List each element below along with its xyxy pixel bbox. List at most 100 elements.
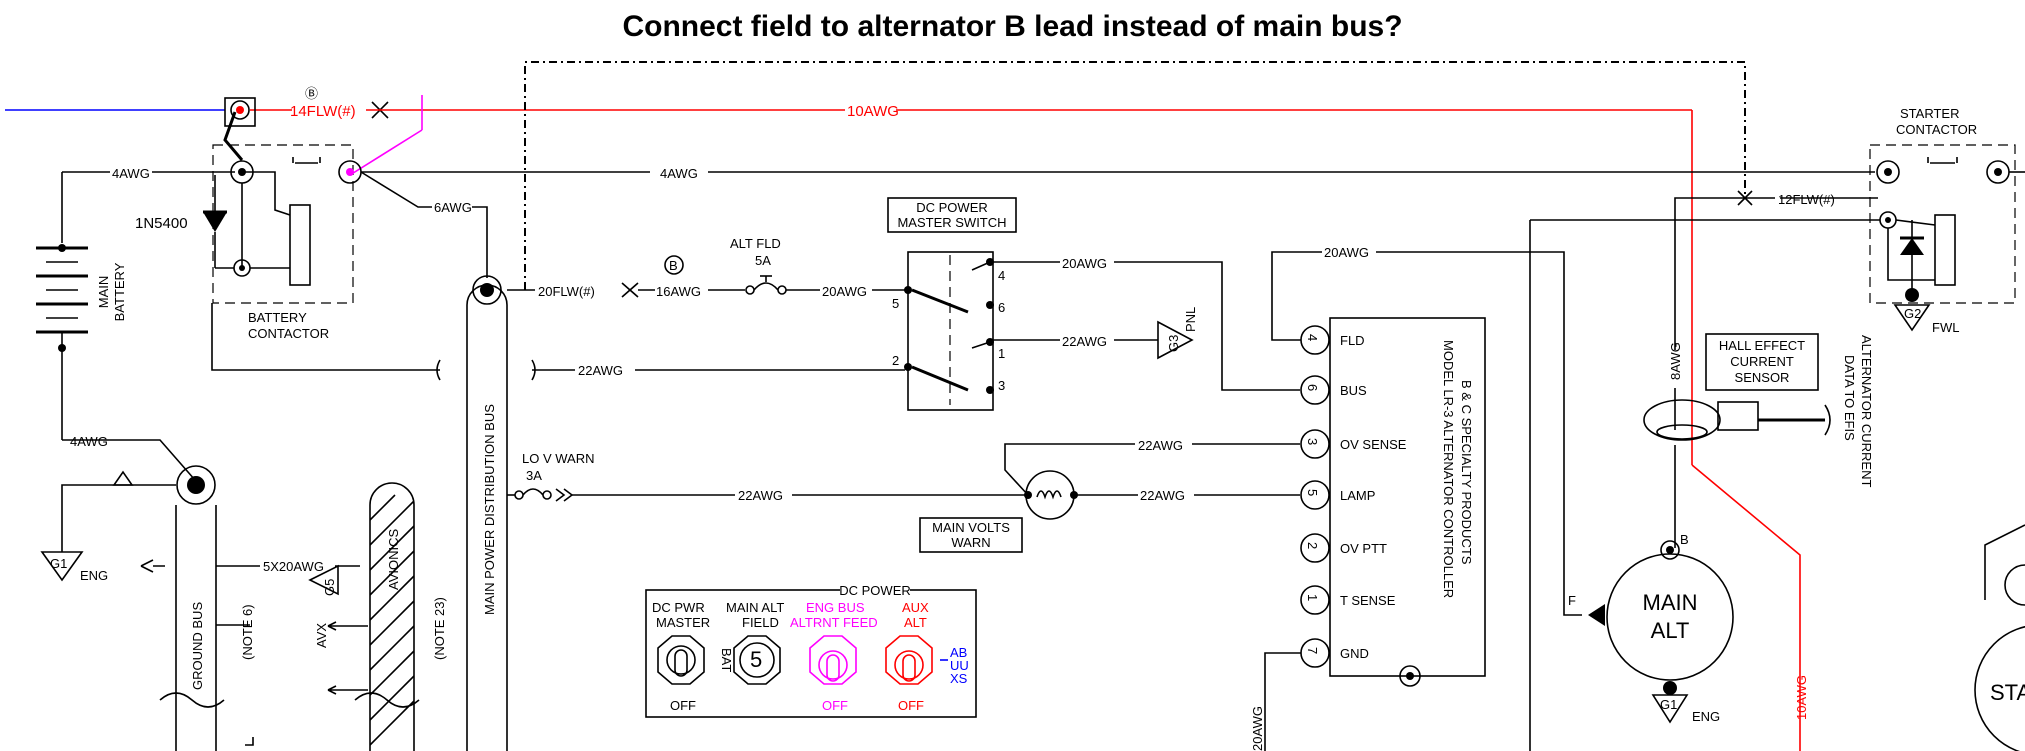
g5-label: G5 [322, 579, 337, 596]
dc-power-panel [645, 589, 977, 718]
g1b-label: G1 [1660, 697, 1677, 712]
panel-off-1: OFF [670, 698, 696, 713]
main-alt-label-1: MAIN [1643, 590, 1698, 615]
wire-label-4awg-b: 4AWG [660, 166, 698, 181]
cut-mark-x-field [621, 282, 639, 298]
main-battery-symbol [36, 244, 88, 440]
main-alt-label-2: ALT [1651, 618, 1690, 643]
wire-label-22awg-d: 22AWG [1138, 438, 1183, 453]
fwl-label: FWL [1932, 320, 1959, 335]
dc-master-switch-contacts [904, 258, 994, 394]
panel-sw3-label-1: ENG BUS [806, 600, 865, 615]
wire-label-4awg-c: 4AWG [70, 434, 108, 449]
wire-label-10awg-top: 10AWG [847, 103, 899, 120]
avx-label: AVX [314, 623, 329, 648]
wire-label-6awg: 6AWG [434, 200, 472, 215]
dc-master-label-2: MASTER SWITCH [897, 215, 1006, 230]
aux-alt-toggle[interactable] [885, 635, 933, 685]
pin-number-1: 1 [1305, 594, 1320, 601]
avionics-bus-bar [369, 482, 415, 751]
eng-bus-altrnt-feed-toggle[interactable] [809, 635, 857, 685]
wire-label-20awg-a: 20AWG [822, 284, 867, 299]
battery-contactor-coil [289, 204, 311, 286]
avionics-hatch [369, 494, 415, 746]
red-10awg-to-starter [1691, 464, 1801, 751]
pin-number-3: 3 [1305, 438, 1320, 445]
wire-label-22awg-b: 22AWG [1062, 334, 1107, 349]
controller-pins [1300, 325, 1330, 668]
circle-b-marker-small: Ⓑ [305, 86, 318, 101]
wire-label-16awg: 16AWG [656, 284, 701, 299]
dc-master-switch-body[interactable] [907, 251, 994, 411]
delta-marker [112, 470, 134, 486]
eng-label: ENG [80, 568, 108, 583]
pin-label-gnd: GND [1340, 646, 1369, 661]
hall-label-2: CURRENT [1730, 354, 1794, 369]
lo-v-warn-breaker-symbol [507, 488, 574, 502]
wire-label-10awg-right: 10AWG [1794, 675, 1809, 720]
alt-current-label-1: ALTERNATOR CURRENT [1859, 335, 1874, 487]
main-alternator [1606, 553, 1734, 681]
diode-label: 1N5400 [135, 215, 188, 232]
panel-abs-3: XS [950, 671, 968, 686]
panel-abs-2: UU [950, 658, 969, 673]
pin-number-4: 4 [1305, 334, 1320, 341]
lo-v-warn-label-2: 3A [526, 468, 542, 483]
hall-effect-label-box [1705, 333, 1819, 391]
panel-sw4-label-2: ALT [904, 615, 927, 630]
starter-contactor-box [1869, 144, 2016, 304]
battery-contactor-label-1: BATTERY [248, 310, 307, 325]
alt-b-terminal-label: B [1680, 532, 1689, 547]
main-volts-warn-box [919, 517, 1023, 553]
starter-contactor-coil [1934, 214, 1956, 286]
main-volts-label-2: WARN [951, 535, 990, 550]
proposed-field-wire [524, 61, 1746, 290]
main-alt-field-knob[interactable] [733, 635, 781, 685]
hall-label-1: HALL EFFECT [1719, 338, 1805, 353]
switch-pin-4: 4 [998, 268, 1005, 283]
avionics-label: AVIONICS [386, 529, 401, 590]
controller-label-1: B & C SPECIALTY PRODUCTS [1459, 380, 1474, 565]
battery-contactor-box [212, 144, 354, 304]
g1-label: G1 [50, 556, 67, 571]
alt-fld-breaker-symbol [745, 275, 787, 295]
switch-pin-5: 5 [892, 296, 899, 311]
panel-sw4-label-1: AUX [902, 600, 929, 615]
controller-label-2: MODEL LR-3 ALTERNATOR CONTROLLER [1441, 340, 1456, 598]
panel-off-4: OFF [898, 698, 924, 713]
panel-knob-5: 5 [750, 647, 762, 672]
g2-fwl-ground-symbol [1893, 304, 1931, 332]
engb-label: ENG [1692, 709, 1720, 724]
wire-label-20awg-c: 20AWG [1324, 245, 1369, 260]
g1-eng-alt-ground-symbol [1651, 694, 1689, 724]
g3-pnl-ground-symbol [1157, 320, 1194, 360]
b-marker: B [669, 258, 678, 273]
wire-label-20flw: 20FLW(#) [538, 284, 595, 299]
note23-label: (NOTE 23) [432, 597, 447, 660]
switch-pin-3: 3 [998, 378, 1005, 393]
panel-sw1-label-1: DC PWR [652, 600, 705, 615]
starter-motor [1974, 625, 2025, 751]
ground-bus-bar [175, 505, 217, 751]
pin-label-t-sense: T SENSE [1340, 593, 1396, 608]
wire-label-4awg-a: 4AWG [112, 166, 150, 181]
alt-fld-label-1: ALT FLD [730, 236, 781, 251]
hall-effect-sensor-ring [1643, 399, 1721, 441]
switch-pin-6: 6 [998, 300, 1005, 315]
dc-pwr-master-toggle[interactable] [657, 635, 705, 685]
g1-eng-ground-symbol [40, 551, 84, 582]
pin-label-fld: FLD [1340, 333, 1365, 348]
note6-label: (NOTE 6) [240, 604, 255, 660]
battery-contactor-label-2: CONTACTOR [248, 326, 329, 341]
g5-avx-ground-symbol [308, 564, 339, 596]
pin-number-6: 6 [1305, 384, 1320, 391]
wire-label-20awg-b: 20AWG [1062, 256, 1107, 271]
alt-fld-label-2: 5A [755, 253, 771, 268]
cut-mark-x-12flw [1737, 190, 1753, 206]
main-bus-label: MAIN POWER DISTRIBUTION BUS [482, 404, 497, 615]
wire-label-14flw: 14FLW(#) [290, 103, 356, 120]
lo-v-warn-label-1: LO V WARN [522, 451, 594, 466]
g2-label: G2 [1904, 306, 1921, 321]
dc-master-label-1: DC POWER [916, 200, 988, 215]
